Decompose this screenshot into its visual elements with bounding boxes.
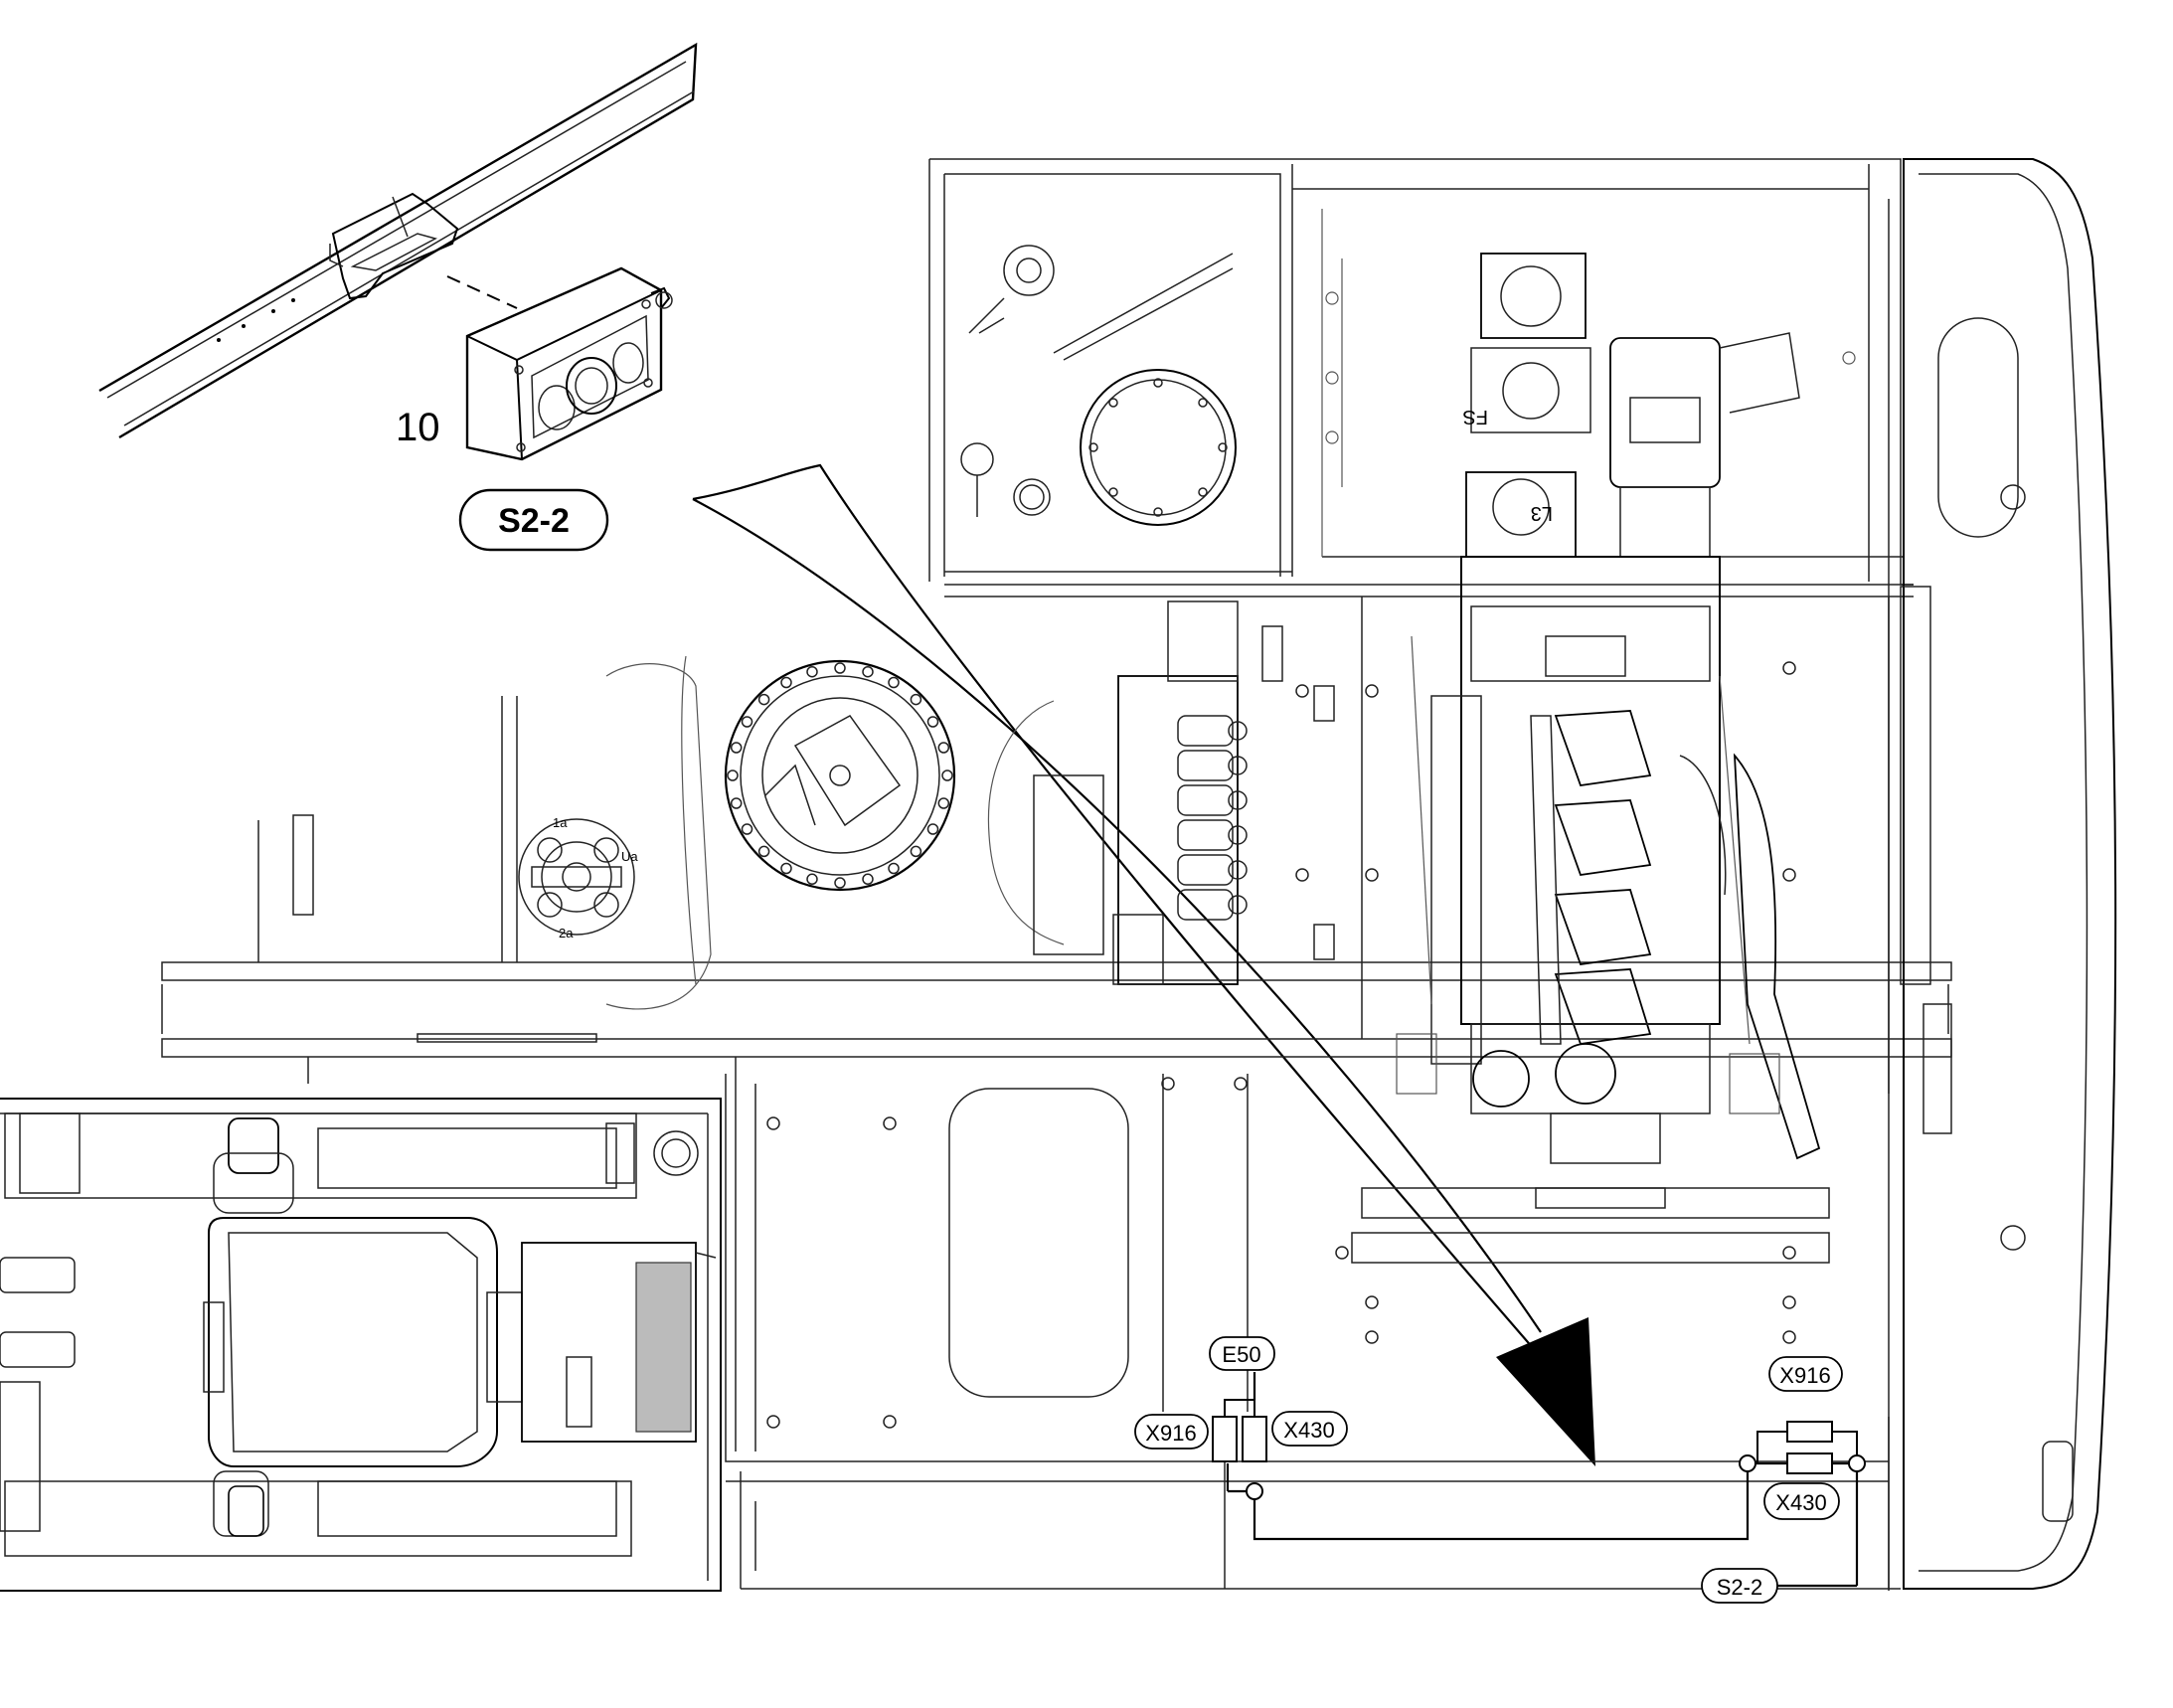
tank-outline [605, 663, 712, 1010]
pump-fs-label: FS [1462, 406, 1488, 427]
flange-bolt [910, 693, 922, 706]
connector-x430-right [1786, 1452, 1833, 1474]
flange-bolt [926, 716, 939, 728]
flange-bolt [888, 862, 900, 875]
switch-label: S2-2 [498, 502, 570, 540]
top-circle-flange [960, 245, 1237, 526]
callout-x430-right: X430 [1763, 1482, 1840, 1520]
callout-x430-right-text: X430 [1775, 1490, 1826, 1515]
port-ua-label: Ua [621, 849, 638, 864]
left-frame-members [161, 655, 1949, 1043]
flange-bolt [741, 823, 753, 835]
callout-x916-left-text: X916 [1145, 1421, 1196, 1446]
flange-bolt [834, 662, 846, 674]
flange-bolt [730, 797, 743, 809]
callout-x916-right: X916 [1768, 1356, 1843, 1392]
callout-x916-left: X916 [1134, 1414, 1209, 1450]
flange-bolt [926, 823, 939, 835]
callout-x430-left-text: X430 [1283, 1418, 1334, 1443]
operator-seat [203, 1217, 523, 1467]
switch-box-s2-2 [465, 266, 673, 461]
bracket-rail [98, 42, 698, 439]
callout-s2-2: S2-2 [1701, 1568, 1778, 1604]
flange-bolt [862, 873, 874, 886]
tank-outline-2 [987, 700, 1065, 945]
control-valve [1033, 600, 1335, 985]
flange-bolt [888, 676, 900, 689]
callout-s2-2-text: S2-2 [1717, 1575, 1762, 1600]
operator-cab [0, 1098, 722, 1592]
hydraulic-pump-assembly: FS L3 [1321, 209, 1856, 558]
rotary-joint: 1a Ua 2a [518, 815, 638, 940]
flange-bolt [937, 797, 950, 809]
swing-drive-flange [724, 659, 956, 892]
part-number: 10 [396, 406, 440, 449]
flange-bolt [780, 862, 792, 875]
flange-bolt [757, 845, 770, 858]
flange-bolt [937, 742, 950, 754]
cylinder-heads [1530, 710, 1652, 1045]
flange-bolt [780, 676, 792, 689]
flange-bolt [910, 845, 922, 858]
flange-bolt [834, 877, 846, 889]
connector-x916-left [1212, 1416, 1238, 1462]
switch-label-badge: S2-2 [458, 488, 609, 552]
flange-bolt [862, 665, 874, 678]
flange-bolt [806, 665, 818, 678]
heater-unit [521, 1242, 717, 1443]
callout-e50-text: E50 [1222, 1342, 1260, 1367]
engine-block [1396, 556, 1821, 1209]
machine-frame [161, 158, 2117, 1591]
flange-bolt [741, 716, 753, 728]
callout-e50: E50 [1209, 1336, 1275, 1371]
flange-bolt [730, 742, 743, 754]
flange-bolt [727, 769, 739, 781]
flange-bolt [806, 873, 818, 886]
leader-dashed [446, 275, 518, 309]
flange-bolt [941, 769, 953, 781]
pointer-arrow [692, 463, 1595, 1466]
wiring-harness [1212, 1372, 1866, 1588]
port-1a-label: 1a [553, 815, 568, 830]
callout-x916-right-text: X916 [1779, 1363, 1830, 1388]
connector-x916-right [1786, 1421, 1833, 1443]
callout-x430-left: X430 [1271, 1411, 1348, 1447]
pump-l3-label: L3 [1531, 502, 1553, 524]
flange-bolt [757, 693, 770, 706]
port-2a-label: 2a [559, 926, 574, 940]
connector-x430-left [1242, 1416, 1267, 1462]
